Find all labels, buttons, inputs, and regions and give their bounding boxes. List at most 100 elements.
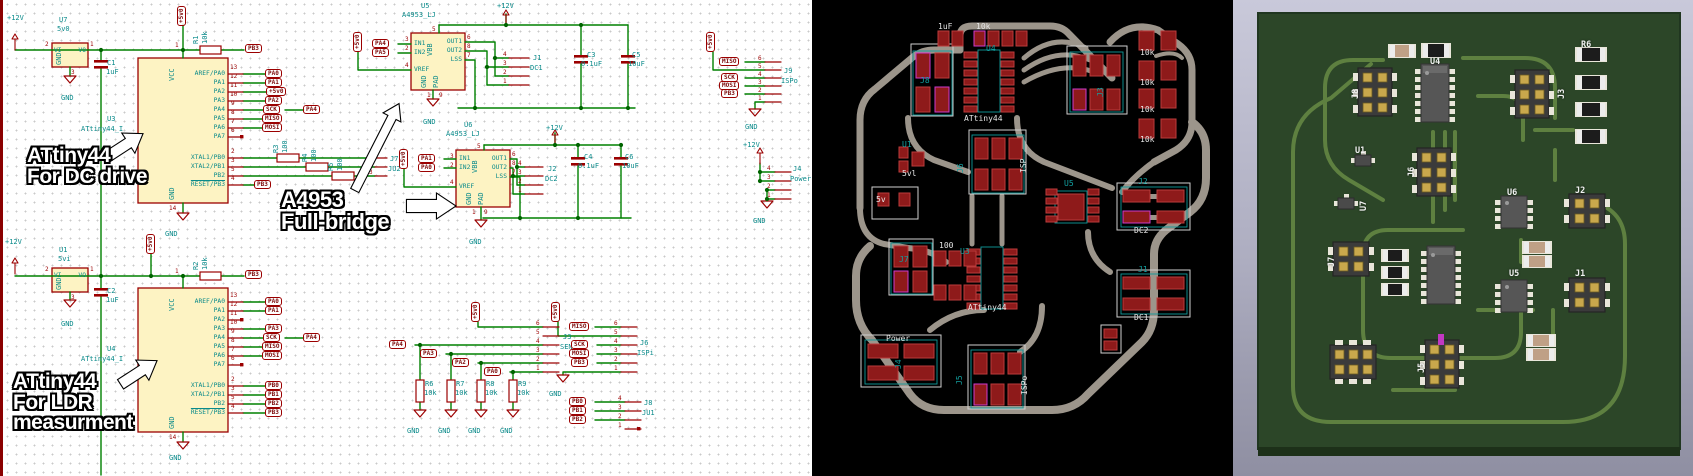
chip-passive [1582,130,1600,143]
pad [973,383,988,406]
pad [893,270,909,293]
pad [1003,284,1018,292]
silkscreen-ref: J7 [899,255,909,264]
pad [1000,51,1015,59]
pad [963,284,977,301]
chip-passive [1388,284,1402,295]
annotation-line: For DC drive [27,164,148,188]
silkscreen-ref: U1 [902,140,912,149]
silk-outline [860,334,942,388]
pad [1160,60,1177,81]
silkscreen-label: 100 [939,241,954,250]
component-label: U1 [1355,146,1366,156]
annotation-line: A4953 [281,187,344,212]
annotation-attiny44-ldr: ATtiny44 For LDR measurment [13,370,133,435]
component-label: U7 [1359,200,1369,211]
silkscreen-label: 1uF [938,22,953,31]
pad [1122,297,1151,311]
silkscreen-ref: J6 [956,163,965,173]
pad [1000,78,1015,86]
resistor-symbol [199,271,222,281]
annotation-arrows [102,102,457,390]
arrow-to-u4 [116,359,158,390]
chip-passive [1388,250,1402,261]
pad [1089,88,1104,111]
pad [915,86,931,113]
pad [912,245,928,268]
pad [951,30,964,47]
silkscreen-label: ATtiny44 [968,303,1007,312]
pad [1000,105,1015,113]
soic8-chip [1500,279,1528,313]
pad [1160,88,1177,109]
pad [963,96,978,104]
silkscreen-label: 10k [1140,78,1155,87]
schematic-drawing [11,9,792,476]
pad [1001,30,1014,47]
silkscreen-label: 10k [976,22,991,31]
pad [948,250,962,267]
sot23-chip [1337,197,1355,210]
component-label: J3 [1557,88,1567,99]
pad [990,383,1005,406]
annotation-line: ATtiny44 [13,370,97,393]
pad [974,168,989,191]
silk-outline [888,238,934,296]
pad [877,192,890,207]
pad [1000,69,1015,77]
arrow-to-u3 [102,132,144,163]
silkscreen-ref: J8 [920,76,930,85]
annotation-line: measurment [13,411,133,435]
silkscreen-ref: J2 [1138,177,1148,186]
silkscreen-ref: J3 [1096,87,1105,97]
chip-passive [1533,349,1549,360]
chip-passive [1529,256,1545,267]
pad [867,343,899,359]
silk-outline [910,43,954,117]
pad [903,343,935,359]
pad [990,352,1005,375]
pad [915,52,931,79]
pad [963,87,978,95]
silkscreen-label: 5vl [902,169,917,178]
silk-outline [967,344,1026,410]
silk-outline [1100,324,1122,354]
silkscreen-label: DC1 [1134,313,1149,322]
resistor-symbol [276,153,300,163]
pad [1000,60,1015,68]
silkscreen-label: 10k [1140,105,1155,114]
pad [1156,189,1185,203]
pad [991,137,1006,160]
silkscreen-ref: U3 [960,247,970,256]
chip-passive [1388,267,1402,278]
silkscreen-ref: J4 [894,359,903,369]
chip-passive [1395,45,1409,57]
pad [1160,118,1177,139]
resistor-symbol [415,379,425,403]
ic-body [455,149,511,208]
pad [1003,293,1018,301]
component-label: U6 [1507,188,1518,198]
pad [1106,88,1121,111]
pad [1072,88,1087,111]
pad [973,30,986,47]
pad [934,86,950,113]
pad [1138,30,1155,51]
pad [933,284,947,301]
annotation-line: ATtiny44 [27,144,111,167]
pad [1160,30,1177,51]
component-label: J1 [1575,269,1586,279]
component-label: U5 [1509,269,1520,279]
pcb-drawing [852,22,1210,414]
pad [963,69,978,77]
pad [963,105,978,113]
pad [1007,352,1022,375]
arrow-to-u5 [349,102,402,194]
pad [948,284,962,301]
pad [973,352,988,375]
pad [1087,215,1100,223]
